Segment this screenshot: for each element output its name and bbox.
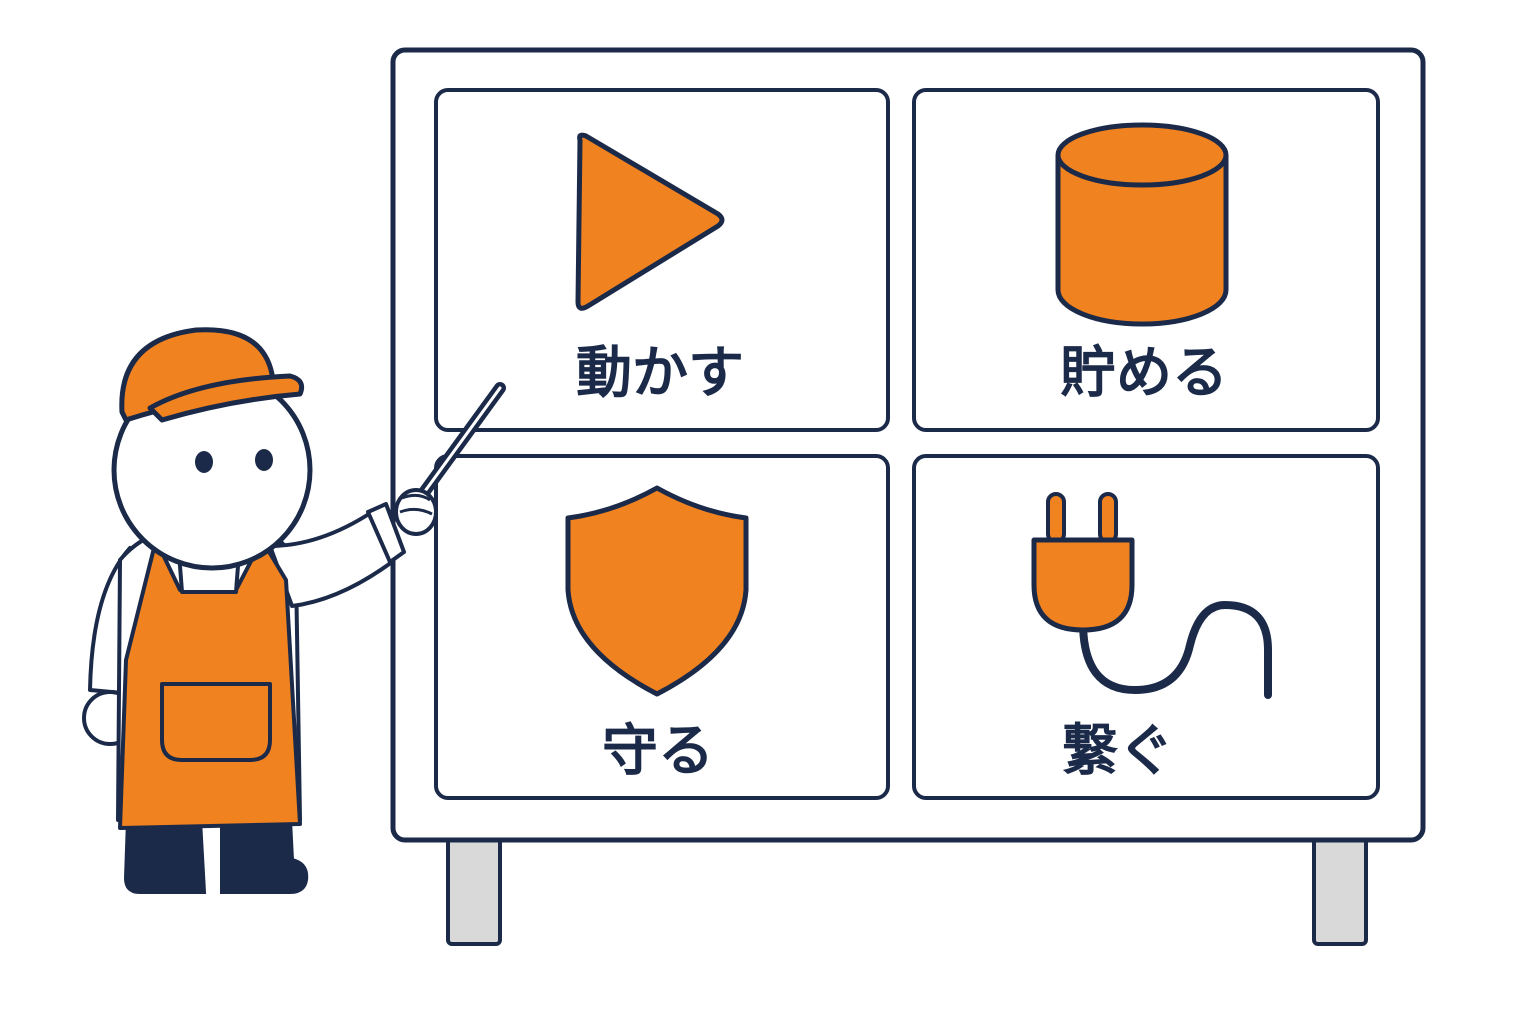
card-store: 貯める <box>912 88 1380 432</box>
plug-icon <box>1031 492 1272 699</box>
board-leg-left <box>446 836 502 946</box>
card-move-label: 動かす <box>576 341 744 406</box>
card-connect-frame <box>912 454 1380 800</box>
right-cuff <box>366 502 406 564</box>
shield-icon <box>565 485 749 697</box>
cylinder-storage-icon <box>1055 122 1229 327</box>
right-eye <box>255 449 273 471</box>
card-connect: 繋ぐ <box>912 454 1380 800</box>
board-legs <box>446 836 1368 946</box>
card-store-label: 貯める <box>1060 341 1228 406</box>
left-shoe <box>123 818 207 894</box>
right-hand <box>394 488 438 536</box>
card-protect-label: 守る <box>602 719 714 784</box>
card-connect-label: 繋ぐ <box>1062 719 1174 784</box>
right-shoe <box>220 818 309 894</box>
card-protect: 守る <box>434 454 890 800</box>
apron-pocket <box>160 682 272 762</box>
play-icon <box>575 132 725 311</box>
board-leg-right <box>1312 836 1368 946</box>
card-move: 動かす <box>434 88 890 432</box>
cap <box>119 327 305 423</box>
presenter-character <box>82 327 506 894</box>
left-eye <box>195 451 213 473</box>
